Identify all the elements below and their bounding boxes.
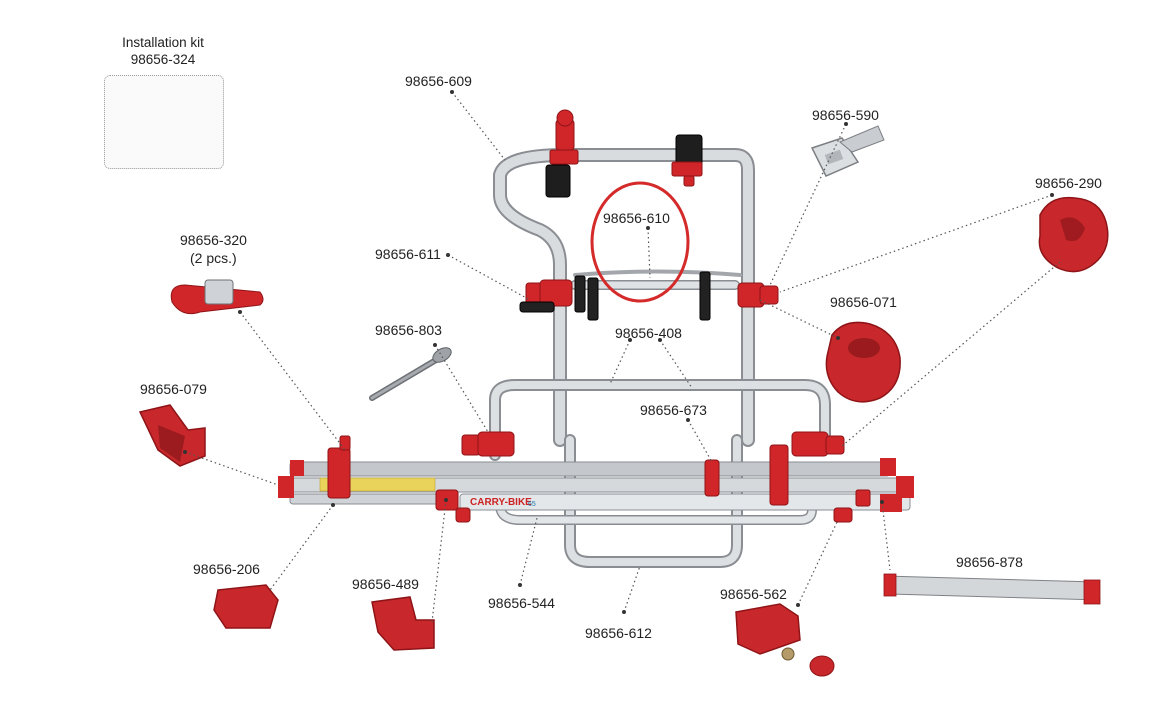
- kit-title-text: Installation kit: [122, 35, 204, 50]
- part-320-strap: [170, 279, 264, 315]
- label-98656-610: 98656-610: [603, 210, 670, 226]
- leader-dots: [183, 90, 1054, 614]
- part-562-block: [735, 603, 835, 677]
- rail-brand-text: CARRY-BIKE: [470, 497, 532, 508]
- installation-kit-box: [104, 75, 224, 169]
- label-98656-408: 98656-408: [615, 325, 682, 341]
- kit-code-text: 98656-324: [130, 52, 196, 67]
- installation-kit-title: Installation kit 98656-324: [104, 34, 222, 68]
- label-98656-611: 98656-611: [375, 246, 441, 262]
- part-489-holder: [371, 596, 435, 651]
- highlight-ellipse: [590, 181, 690, 303]
- label-98656-878: 98656-878: [956, 554, 1023, 570]
- label-98656-544: 98656-544: [488, 595, 555, 611]
- label-98656-562: 98656-562: [720, 586, 787, 602]
- label-98656-612: 98656-612: [585, 625, 652, 641]
- part-290-knob: [1038, 196, 1109, 273]
- label-98656-320-qty: (2 pcs.): [190, 250, 237, 266]
- label-98656-673: 98656-673: [640, 402, 707, 418]
- label-98656-803: 98656-803: [375, 322, 442, 338]
- label-98656-609: 98656-609: [405, 73, 472, 89]
- part-071-knob: [825, 321, 901, 403]
- rack-frame: [489, 148, 831, 568]
- label-98656-079: 98656-079: [140, 381, 207, 397]
- part-803-bolt: [369, 347, 452, 401]
- part-878-bar: [883, 573, 1101, 605]
- label-98656-489: 98656-489: [352, 576, 419, 592]
- part-206-cap: [213, 584, 279, 629]
- label-98656-590: 98656-590: [812, 107, 879, 123]
- wheel-rails: [278, 458, 914, 512]
- rail-tag-text: 65: [528, 501, 536, 508]
- label-98656-071: 98656-071: [830, 294, 897, 310]
- leader-lines: [184, 91, 1061, 623]
- label-98656-206: 98656-206: [193, 561, 260, 577]
- label-98656-320: 98656-320: [180, 232, 247, 248]
- part-590-buckle: [810, 125, 885, 177]
- label-98656-290: 98656-290: [1035, 175, 1102, 191]
- frame-clamps: [327, 109, 871, 523]
- part-079-holder: [138, 404, 206, 467]
